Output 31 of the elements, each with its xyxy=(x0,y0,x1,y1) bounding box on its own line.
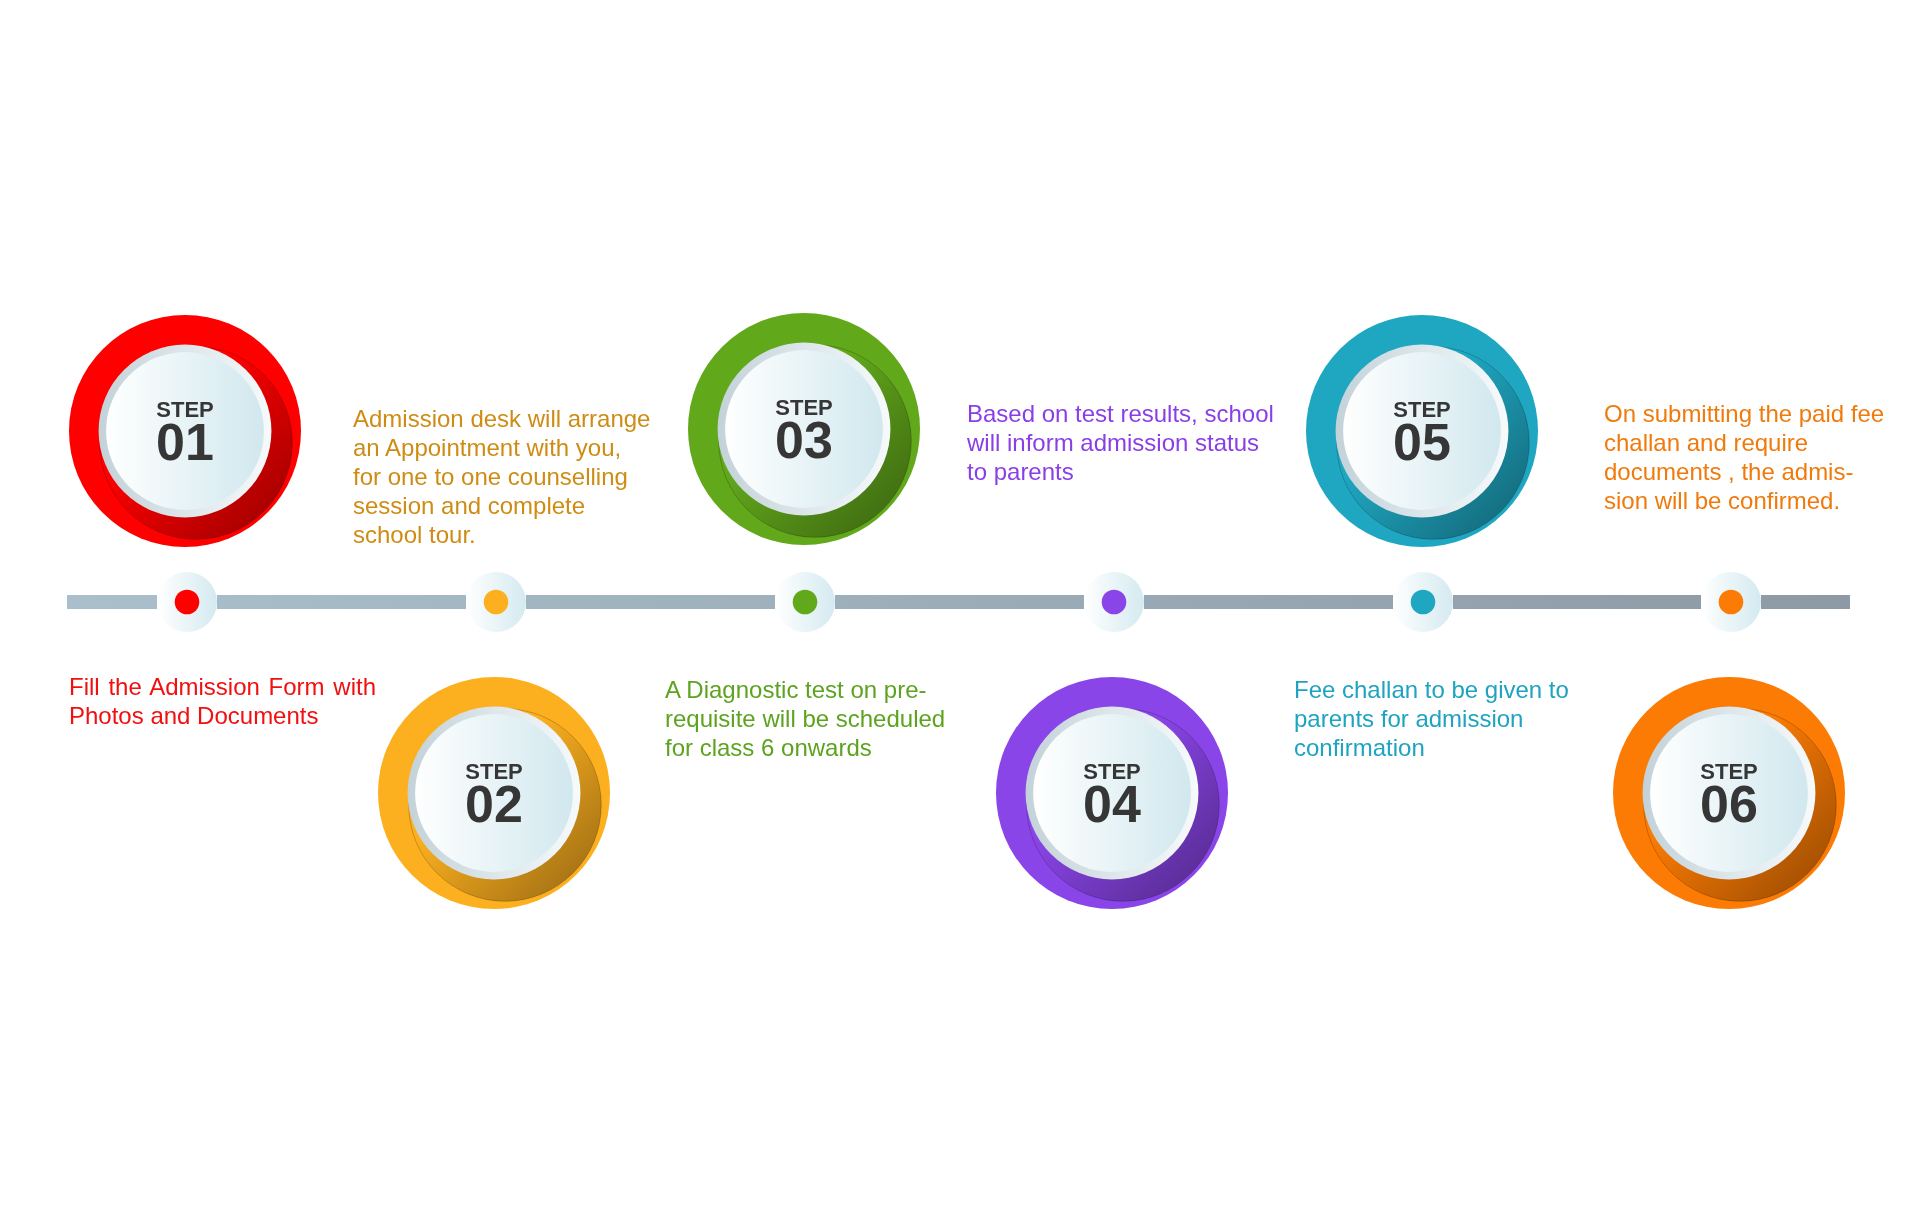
step-circle xyxy=(378,677,610,909)
step-description: Based on test results, school will inform admission status to parents xyxy=(967,399,1275,486)
step-label: STEP xyxy=(1393,398,1451,420)
step-description: On submitting the paid fee challan and require documents , the admis- sion will be confirmed. xyxy=(1604,399,1886,515)
step-number: 04 xyxy=(1083,781,1141,826)
step-description: Fee challan to be given to parents for admission confirmation xyxy=(1294,675,1570,762)
timeline-bar xyxy=(526,595,775,609)
step-circle xyxy=(996,677,1228,909)
step-label: STEP xyxy=(1700,760,1758,782)
step-number: 03 xyxy=(775,417,833,462)
step-description: Fill the Admission Form with Photos and Documents xyxy=(69,672,376,730)
step-circle xyxy=(1306,315,1538,547)
step-number: 05 xyxy=(1393,419,1451,464)
step-number: 01 xyxy=(156,419,214,464)
timeline-bar xyxy=(1761,595,1850,609)
step-label: STEP xyxy=(156,398,214,420)
step-label: STEP xyxy=(775,396,833,418)
step-label: STEP xyxy=(465,760,523,782)
step-circle xyxy=(688,313,920,545)
step-number: 02 xyxy=(465,781,523,826)
timeline-bar xyxy=(67,595,157,609)
timeline-bar xyxy=(1453,595,1701,609)
timeline-bar xyxy=(1144,595,1393,609)
step-label: STEP xyxy=(1083,760,1141,782)
step-number: 06 xyxy=(1700,781,1758,826)
step-circle xyxy=(69,315,301,547)
timeline-bar xyxy=(835,595,1084,609)
step-description: A Diagnostic test on pre- requisite will be scheduled for class 6 onwards xyxy=(665,675,947,762)
step-circle xyxy=(1613,677,1845,909)
step-description: Admission desk will arrange an Appointment with you, for one to one counselling session and complete school tour. xyxy=(353,404,652,549)
timeline-bar xyxy=(217,595,466,609)
